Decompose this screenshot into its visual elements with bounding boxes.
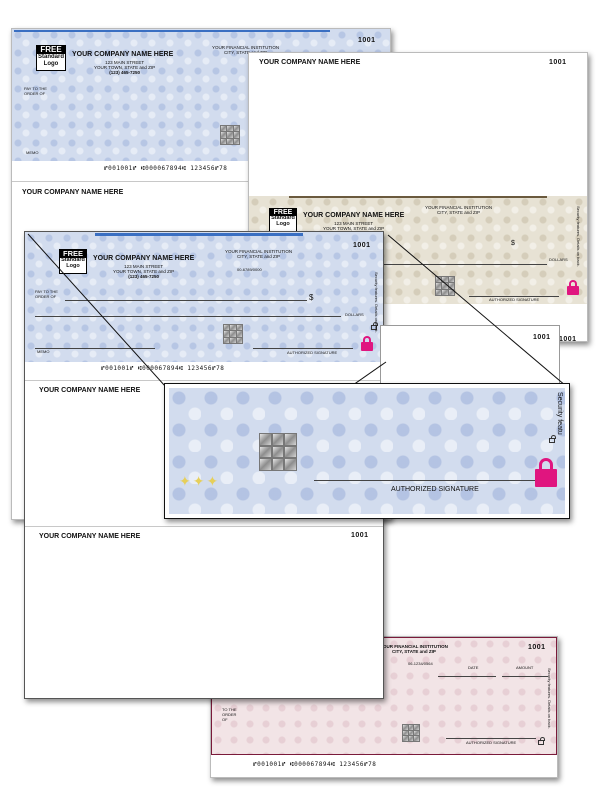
signature-label: AUTHORIZED SIGNATURE [391, 486, 479, 493]
company-name: YOUR COMPANY NAME HERE [72, 51, 174, 58]
security-features-text: Security features. Details on back. [374, 272, 379, 333]
lock-icon [549, 435, 556, 443]
free-standard-logo: FREE Standard Logo [269, 208, 297, 232]
security-features-text: Security features. Details on back. [547, 668, 552, 729]
micr-line: ⑈001001⑈ ⑆000067894⑆ 123456⑈78 [253, 761, 377, 768]
padlock-icon [567, 280, 579, 296]
stub-check-number: 1001 [533, 334, 551, 341]
security-hologram [220, 125, 240, 145]
security-hologram [402, 724, 420, 742]
security-features-text: Security featu [556, 392, 563, 435]
memo-label: MEMO [37, 349, 50, 354]
zoomed-security-detail: ✦✦✦ AUTHORIZED SIGNATURE Security featu [164, 383, 570, 519]
signature-label: AUTHORIZED SIGNATURE [466, 740, 517, 745]
padlock-icon [361, 336, 373, 352]
check-face: FREE Standard Logo YOUR COMPANY NAME HER… [25, 232, 383, 362]
stub-company-name-2: YOUR COMPANY NAME HERE [39, 533, 141, 540]
signature-label: AUTHORIZED SIGNATURE [489, 297, 540, 302]
amount-label: AMOUNT [516, 665, 534, 670]
check-sheet-stub: 1001 [380, 325, 560, 387]
security-hologram [435, 276, 455, 296]
lock-icon [538, 737, 545, 745]
routing-fraction: 06-1234/0564 [408, 661, 433, 666]
check-number: 1001 [358, 37, 376, 44]
lock-icon [371, 322, 378, 330]
routing-fraction: 00-6789/0000 [237, 267, 262, 272]
security-features-text: Security features. Details on back. [576, 206, 581, 267]
dollars-label: DOLLARS [549, 257, 568, 262]
dollar-sign: $ [309, 293, 314, 302]
signature-label: AUTHORIZED SIGNATURE [287, 350, 338, 355]
stub-company-name: YOUR COMPANY NAME HERE [39, 387, 141, 394]
check-number: 1001 [528, 644, 546, 651]
check-number: 1001 [353, 242, 371, 249]
lower-check-number: 1001 [559, 336, 577, 343]
padlock-icon [535, 458, 557, 488]
company-name: YOUR COMPANY NAME HERE [303, 212, 405, 219]
security-hologram [223, 324, 243, 344]
micr-line: ⑈001001⑈ ⑆000067894⑆ 123456⑈78 [104, 165, 228, 172]
memo-label: MEMO [26, 150, 39, 155]
free-standard-logo: FREE Standard Logo [59, 249, 87, 274]
micr-line: ⑈001001⑈ ⑆000067894⑆ 123456⑈78 [101, 365, 225, 372]
date-label: DATE [468, 665, 479, 670]
stub-company-name: YOUR COMPANY NAME HERE [259, 59, 361, 66]
company-name: YOUR COMPANY NAME HERE [93, 255, 195, 262]
dollar-sign: $ [511, 240, 515, 247]
security-hologram [259, 433, 297, 471]
gold-foil-mark: ✦✦✦ [179, 473, 221, 489]
free-standard-logo: FREE Standard Logo [36, 45, 66, 71]
stub-company-name: YOUR COMPANY NAME HERE [22, 189, 124, 196]
zoomed-check-face: ✦✦✦ AUTHORIZED SIGNATURE Security featu [169, 388, 565, 514]
stub-check-number: 1001 [549, 59, 567, 66]
stub-check-number: 1001 [351, 532, 369, 539]
dollars-label: DOLLARS [345, 312, 364, 317]
